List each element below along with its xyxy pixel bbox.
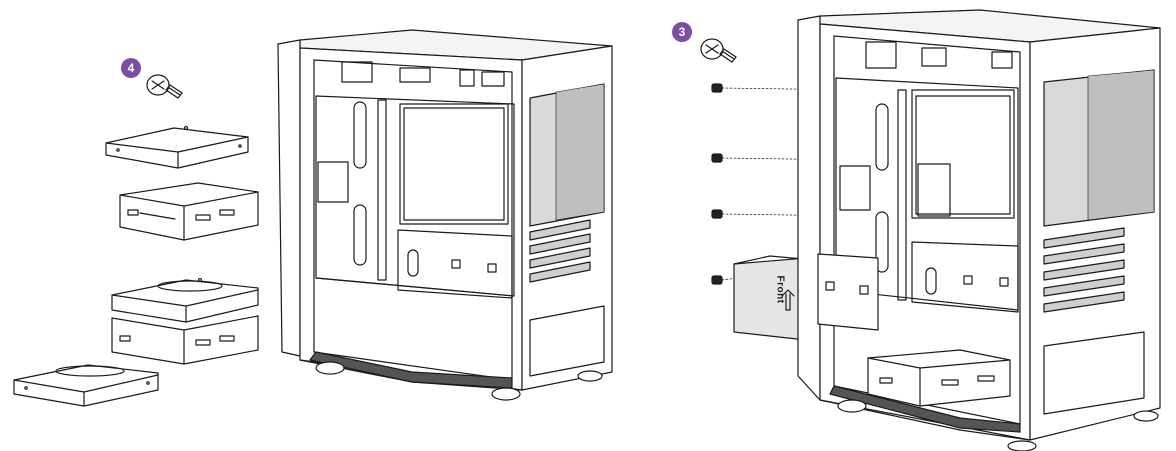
hard-drive-bottom xyxy=(13,364,159,407)
hard-drive-top xyxy=(105,125,249,169)
hard-drive-with-bracket xyxy=(111,277,259,365)
step-4-badge: 4 xyxy=(121,58,141,78)
pc-case-right xyxy=(797,9,1161,451)
step-3-badge: 3 xyxy=(672,22,692,42)
pc-case-left xyxy=(277,29,613,401)
arrow-up-icon xyxy=(781,289,795,311)
drive-bracket-top xyxy=(119,182,259,241)
screw-icon xyxy=(700,38,737,63)
front-label: Front xyxy=(774,275,786,304)
screw-icon xyxy=(146,74,183,99)
